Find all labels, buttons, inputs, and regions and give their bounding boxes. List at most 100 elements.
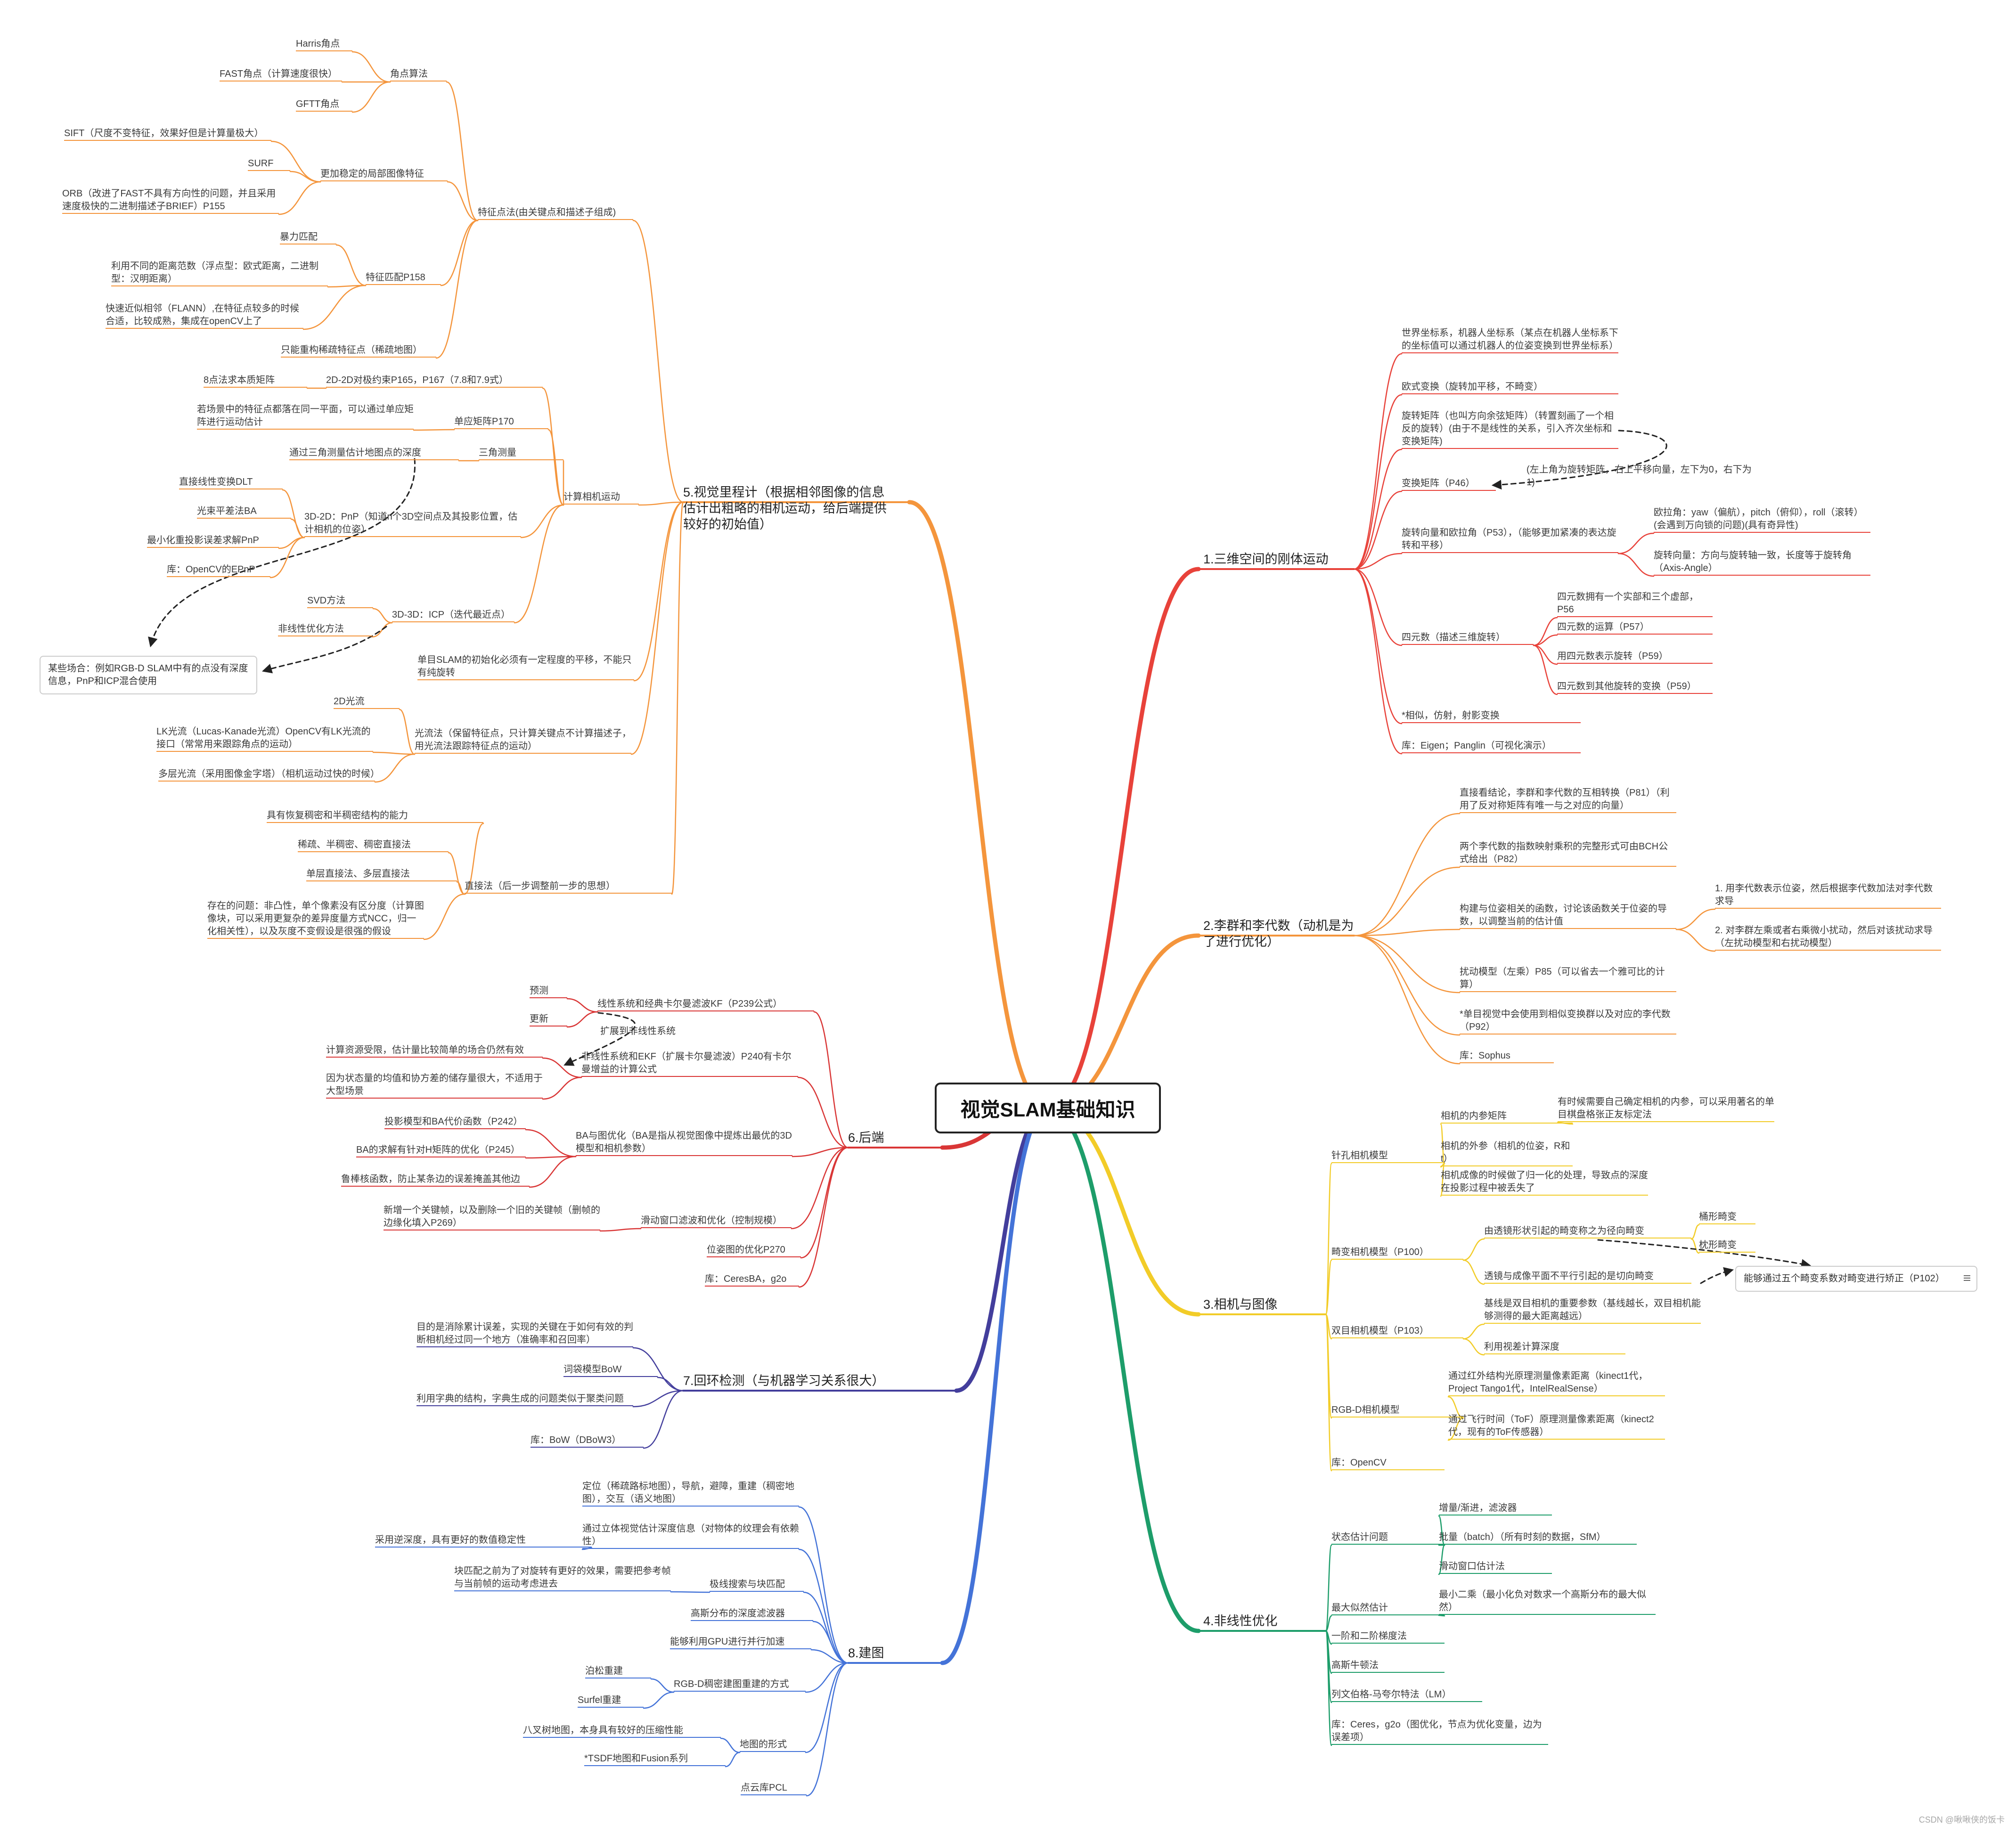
node-b5-13[interactable]: 只能重构稀疏特征点（稀疏地图） [281, 344, 436, 358]
node-b5-32[interactable]: LK光流（Lucas-Kanade光流）OpenCV有LK光流的接口（常常用来跟… [156, 725, 373, 752]
node-b5-17[interactable]: 单应矩阵P170 [454, 415, 548, 429]
node-b1-8[interactable]: 四元数（描述三维旋转） [1402, 631, 1534, 645]
branch-b8[interactable]: 8.建图 [848, 1646, 884, 1660]
node-b6-6[interactable]: 因为状态量的均值和协方差的储存量很大，不适用于大型场景 [326, 1072, 543, 1099]
node-b3-4[interactable]: 相机成像的时候做了归一化的处理，导致点的深度在投影过程中被丢失了 [1441, 1169, 1648, 1196]
node-b5-19[interactable]: 三角测量 [479, 447, 563, 460]
node-b5-8[interactable]: ORB（改进了FAST不具有方向性的问题，并且采用速度极快的二进制描述子BRIE… [62, 187, 279, 214]
node-b5-27[interactable]: SVD方法 [307, 595, 373, 608]
node-b3-14[interactable]: 通过红外结构光原理测量像素距离（kinect1代，Project Tango1代… [1448, 1370, 1665, 1396]
node-b1-11[interactable]: 用四元数表示旋转（P59） [1557, 650, 1713, 664]
node-b2-6[interactable]: *单目视觉中会使用到相似变换群以及对应的李代数（P92） [1460, 1008, 1676, 1035]
node-b8-9[interactable]: Surfel重建 [578, 1694, 644, 1708]
node-b5-4[interactable]: GFTT角点 [296, 98, 352, 112]
branch-b7[interactable]: 7.回环检测（与机器学习关系很大） [683, 1374, 885, 1388]
node-b6-11[interactable]: 滑动窗口滤波和优化（控制规模） [641, 1214, 792, 1228]
node-b5-10[interactable]: 暴力匹配 [280, 231, 336, 244]
node-b8-13[interactable]: 点云库PCL [741, 1782, 807, 1795]
node-b3-8[interactable]: 枕形畸变 [1699, 1239, 1755, 1253]
node-b5-38[interactable]: 存在的问题：非凸性，单个像素没有区分度（计算图像块，可以采用更复杂的差异度量方式… [207, 900, 424, 939]
node-b5-3[interactable]: FAST角点（计算速度很快） [220, 68, 342, 81]
callout-distortion-correction[interactable]: 能够通过五个畸变系数对畸变进行矫正（P102） [1735, 1266, 1977, 1292]
node-b2-3[interactable]: 1. 用李代数表示位姿，然后根据李代数加法对李代数求导 [1715, 882, 1941, 909]
node-b5-34[interactable]: 直接法（后一步调整前一步的思想） [465, 880, 672, 894]
node-b3-15[interactable]: 通过飞行时间（ToF）原理测量像素距离（kinect2代，现有的ToF传感器） [1448, 1413, 1665, 1440]
node-b8-10[interactable]: 地图的形式 [740, 1738, 806, 1752]
node-b5-7[interactable]: SURF [248, 157, 290, 171]
node-b3-9[interactable]: 透镜与成像平面不平行引起的是切向畸变 [1484, 1270, 1691, 1284]
node-b3-6[interactable]: 由透镜形状引起的畸变称之为径向畸变 [1484, 1225, 1691, 1238]
node-b5-0[interactable]: 特征点法(由关键点和描述子组成) [478, 206, 633, 220]
node-b6-5[interactable]: 计算资源受限，估计量比较简单的场合仍然有效 [326, 1044, 543, 1058]
node-b4-2[interactable]: 批量（batch）（所有时刻的数据，SfM） [1439, 1531, 1637, 1545]
node-b3-2[interactable]: 有时候需要自己确定相机的内参，可以采用著名的单目棋盘格张正友标定法 [1558, 1096, 1774, 1122]
node-b3-0[interactable]: 针孔相机模型 [1331, 1149, 1445, 1163]
node-b5-30[interactable]: 光流法（保留特征点，只计算关键点不计算描述子，用光流法跟踪特征点的运动） [415, 727, 631, 754]
callout-rgbd-pnp-icp[interactable]: 某些场合：例如RGB-D SLAM中有的点没有深度信息，PnP和ICP混合使用 [40, 656, 257, 694]
node-b4-3[interactable]: 滑动窗口估计法 [1439, 1560, 1552, 1574]
node-b6-13[interactable]: 位姿图的优化P270 [707, 1244, 801, 1257]
node-b5-20[interactable]: 通过三角测量估计地图点的深度 [289, 447, 459, 460]
node-b6-8[interactable]: 投影模型和BA代价函数（P242） [384, 1116, 526, 1129]
node-b1-4[interactable]: (左上角为旋转矩阵，右上平移向量，左下为0，右下为1) [1526, 464, 1752, 488]
node-b1-9[interactable]: 四元数拥有一个实部和三个虚部，P56 [1557, 591, 1713, 617]
node-b8-3[interactable]: 极线搜索与块匹配 [710, 1578, 804, 1592]
node-b5-29[interactable]: 单目SLAM的初始化必须有一定程度的平移，不能只有纯旋转 [417, 654, 634, 680]
branch-b5[interactable]: 5.视觉里程计（根据相邻图像的信息估计出粗略的相机运动，给后端提供较好的初始值） [683, 485, 887, 531]
root-topic[interactable]: 视觉SLAM基础知识 [935, 1083, 1161, 1133]
node-b5-18[interactable]: 若场景中的特征点都落在同一平面，可以通过单应矩阵进行运动估计 [197, 403, 414, 430]
node-b8-5[interactable]: 高斯分布的深度滤波器 [691, 1607, 813, 1621]
node-b5-33[interactable]: 多层光流（采用图像金字塔）（相机运动过快的时候） [158, 768, 380, 782]
node-b6-10[interactable]: 鲁棒核函数，防止某条边的误差掩盖其他边 [341, 1173, 530, 1187]
node-b4-9[interactable]: 库：Ceres，g2o（图优化，节点为优化变量，边为误差项） [1331, 1719, 1548, 1745]
node-b5-5[interactable]: 更加稳定的局部图像特征 [320, 168, 448, 181]
node-b5-15[interactable]: 2D-2D对极约束P165，P167（7.8和7.9式） [326, 374, 543, 388]
node-b3-1[interactable]: 相机的内参矩阵 [1441, 1110, 1573, 1124]
node-b1-10[interactable]: 四元数的运算（P57） [1557, 621, 1713, 635]
node-b1-3[interactable]: 变换矩阵（P46） [1402, 477, 1496, 491]
branch-b2[interactable]: 2.李群和李代数（动机是为了进行优化） [1203, 919, 1354, 949]
branch-b4[interactable]: 4.非线性优化 [1203, 1614, 1278, 1628]
node-b1-7[interactable]: 旋转向量：方向与旋转轴一致，长度等于旋转角（Axis-Angle） [1654, 549, 1870, 576]
node-b6-3[interactable]: 扩展到非线性系统 [600, 1026, 676, 1036]
node-b7-2[interactable]: 利用字典的结构，字典生成的问题类似于聚类问题 [416, 1393, 633, 1406]
branch-b3[interactable]: 3.相机与图像 [1203, 1297, 1278, 1312]
node-b8-8[interactable]: 泊松重建 [585, 1665, 651, 1678]
node-b8-0[interactable]: 定位（稀疏路标地图），导航，避障，重建（稠密地图），交互（语义地图） [582, 1480, 799, 1507]
node-b5-28[interactable]: 非线性优化方法 [278, 623, 372, 636]
node-b5-1[interactable]: 角点算法 [390, 68, 447, 81]
node-b8-2[interactable]: 采用逆深度，具有更好的数值稳定性 [375, 1534, 592, 1548]
node-b5-14[interactable]: 计算相机运动 [563, 491, 639, 505]
node-b4-6[interactable]: 一阶和二阶梯度法 [1331, 1630, 1445, 1644]
node-b5-22[interactable]: 直接线性变换DLT [179, 476, 283, 489]
node-b6-2[interactable]: 更新 [530, 1013, 567, 1026]
node-b5-24[interactable]: 最小化重投影误差求解PnP [147, 534, 279, 548]
node-b1-0[interactable]: 世界坐标系，机器人坐标系（某点在机器人坐标系下的坐标值可以通过机器人的位姿变换到… [1402, 327, 1618, 353]
node-b5-37[interactable]: 单层直接法、多层直接法 [306, 868, 457, 881]
node-b5-11[interactable]: 利用不同的距离范数（浮点型：欧式距离，二进制型：汉明距离） [111, 260, 328, 286]
node-b6-12[interactable]: 新增一个关键帧，以及删除一个旧的关键帧（删帧的边缘化填入P269） [384, 1204, 600, 1230]
node-b5-36[interactable]: 稀疏、半稠密、稠密直接法 [298, 839, 449, 852]
node-b4-5[interactable]: 最小二乘（最小化负对数求一个高斯分布的最大似然） [1439, 1589, 1656, 1615]
node-b2-4[interactable]: 2. 对李群左乘或者右乘微小扰动，然后对该扰动求导（左扰动模型和右扰动模型） [1715, 924, 1941, 951]
node-b3-3[interactable]: 相机的外参（相机的位姿，R和t） [1441, 1140, 1573, 1166]
node-b5-2[interactable]: Harris角点 [296, 38, 352, 51]
node-b2-2[interactable]: 构建与位姿相关的函数，讨论该函数关于位姿的导数，以调整当前的估计值 [1460, 903, 1676, 929]
node-b7-3[interactable]: 库：BoW（DBoW3） [531, 1434, 644, 1448]
node-b5-6[interactable]: SIFT（尺度不变特征，效果好但是计算量极大） [64, 127, 271, 141]
node-b5-23[interactable]: 光束平差法BA [197, 505, 291, 519]
node-b5-9[interactable]: 特征匹配P158 [366, 271, 441, 285]
node-b5-16[interactable]: 8点法求本质矩阵 [204, 374, 307, 388]
node-b6-0[interactable]: 线性系统和经典卡尔曼滤波KF（P239公式） [597, 998, 814, 1011]
node-b2-0[interactable]: 直接看结论，李群和李代数的互相转换（P81）（利用了反对称矩阵有唯一与之对应的向… [1460, 787, 1676, 813]
node-b4-4[interactable]: 最大似然估计 [1331, 1602, 1445, 1615]
node-b6-7[interactable]: BA与图优化（BA是指从视觉图像中提炼出最优的3D模型和相机参数） [576, 1130, 792, 1156]
node-b7-1[interactable]: 词袋模型BoW [563, 1363, 658, 1377]
node-b5-12[interactable]: 快速近似相邻（FLANN）,在特征点较多的时候合适，比较成熟，集成在openCV… [106, 302, 303, 329]
node-b5-31[interactable]: 2D光流 [334, 695, 400, 709]
node-b6-1[interactable]: 预测 [530, 985, 567, 998]
node-b4-0[interactable]: 状态估计问题 [1331, 1531, 1445, 1545]
node-b8-7[interactable]: RGB-D稠密建图重建的方式 [674, 1678, 806, 1692]
node-b7-0[interactable]: 目的是消除累计误差，实现的关键在于如何有效的判断相机经过同一个地方（准确率和召回… [416, 1321, 633, 1347]
node-b6-9[interactable]: BA的求解有针对H矩阵的优化（P245） [356, 1144, 526, 1157]
